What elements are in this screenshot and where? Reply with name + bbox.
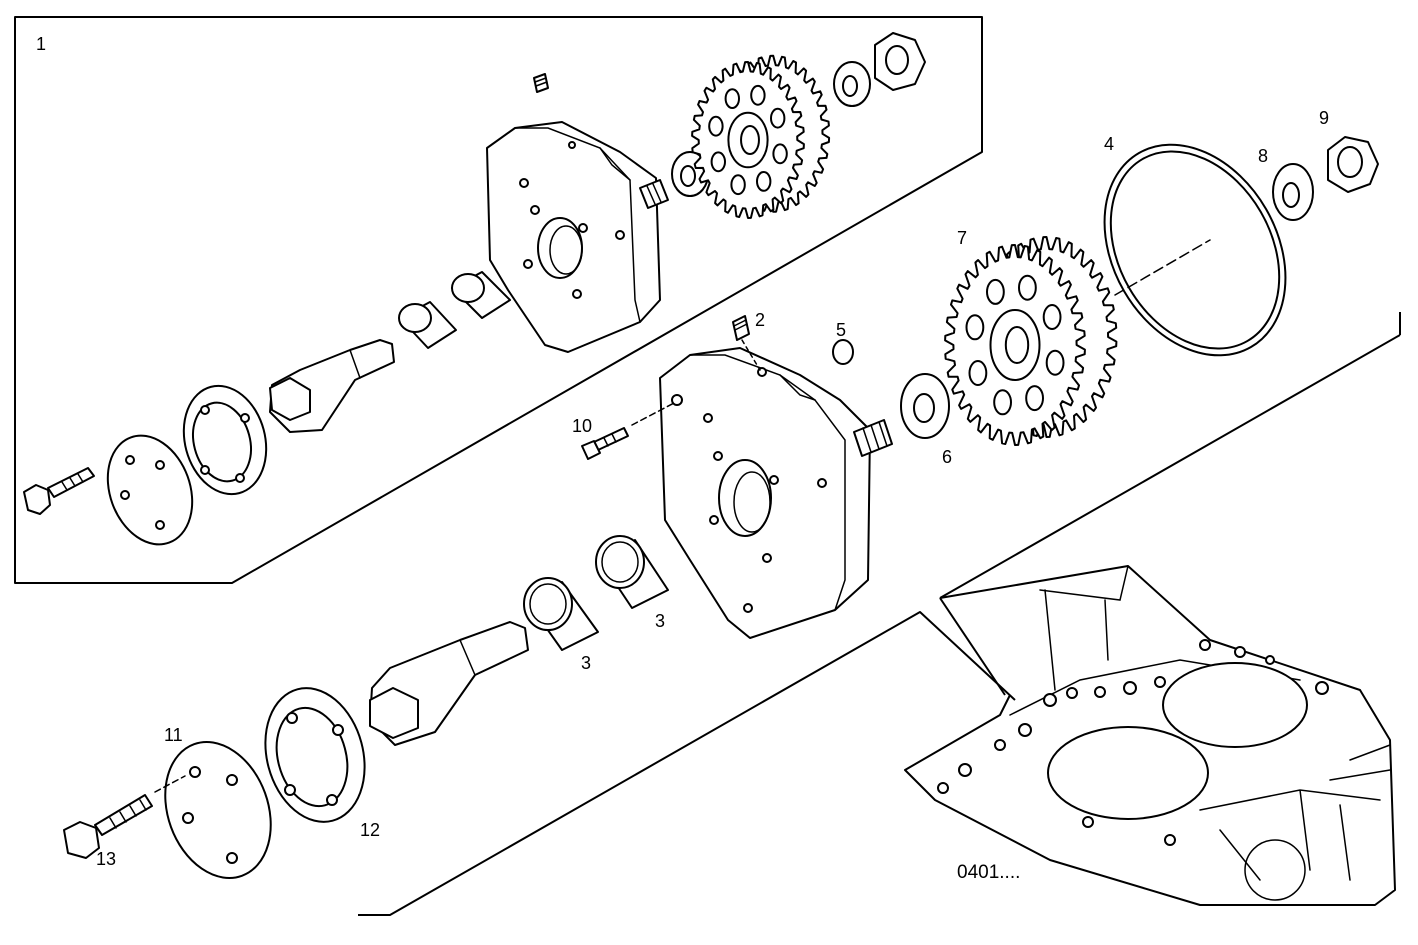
dowel-pin-2 — [732, 315, 761, 371]
frame-line-left-diag — [939, 597, 1006, 696]
inset-pump-housing — [486, 121, 661, 353]
callout-6: 6 — [942, 447, 952, 467]
callout-4: 4 — [1104, 134, 1114, 154]
callout-7: 7 — [957, 228, 967, 248]
inset-cover-plate — [182, 384, 268, 496]
bolt-13 — [63, 775, 186, 859]
inset-gear — [691, 54, 831, 219]
callout-13: 13 — [96, 849, 116, 869]
callout-11: 11 — [164, 725, 183, 745]
inset-dowel — [533, 73, 549, 93]
inset-bolt — [23, 467, 95, 515]
reference-code: 0401.... — [957, 862, 1020, 883]
washer-8 — [1272, 163, 1314, 221]
cover-plate-12 — [264, 687, 366, 823]
inset-shaft-spline — [639, 179, 669, 209]
main-pump-housing — [659, 347, 871, 639]
inset-frame — [14, 16, 983, 584]
seal-ring-4 — [1103, 143, 1287, 357]
callout-3-left: 3 — [581, 653, 591, 673]
callout-10: 10 — [572, 416, 592, 436]
engine-block-section — [904, 565, 1396, 906]
callout-12: 12 — [360, 820, 380, 840]
frame-line-right — [939, 312, 1401, 599]
inset-bushing-small — [398, 301, 457, 349]
washer-6 — [900, 373, 950, 439]
screw-10 — [581, 401, 677, 460]
inset-gear-washer — [833, 61, 871, 107]
inset-driven-shaft — [269, 339, 395, 433]
bushing-3-left — [523, 577, 599, 651]
end-disc-11 — [164, 741, 272, 879]
ring-5 — [832, 339, 854, 365]
callout-3-right: 3 — [655, 611, 665, 631]
callout-8: 8 — [1258, 146, 1268, 166]
callout-2: 2 — [755, 310, 765, 330]
inset-end-disc — [106, 434, 194, 546]
callout-9: 9 — [1319, 108, 1329, 128]
callout-1: 1 — [36, 34, 46, 54]
inset-bushing-large — [451, 271, 511, 319]
bushing-3-right — [595, 535, 669, 609]
frame-line-lower — [358, 611, 1016, 916]
callout-5: 5 — [836, 320, 846, 340]
inset-flange-nut — [874, 32, 926, 91]
gear-7 — [944, 236, 1118, 446]
main-driven-shaft — [369, 621, 529, 746]
flange-nut-9 — [1327, 136, 1379, 193]
main-shaft-spline — [853, 419, 893, 457]
